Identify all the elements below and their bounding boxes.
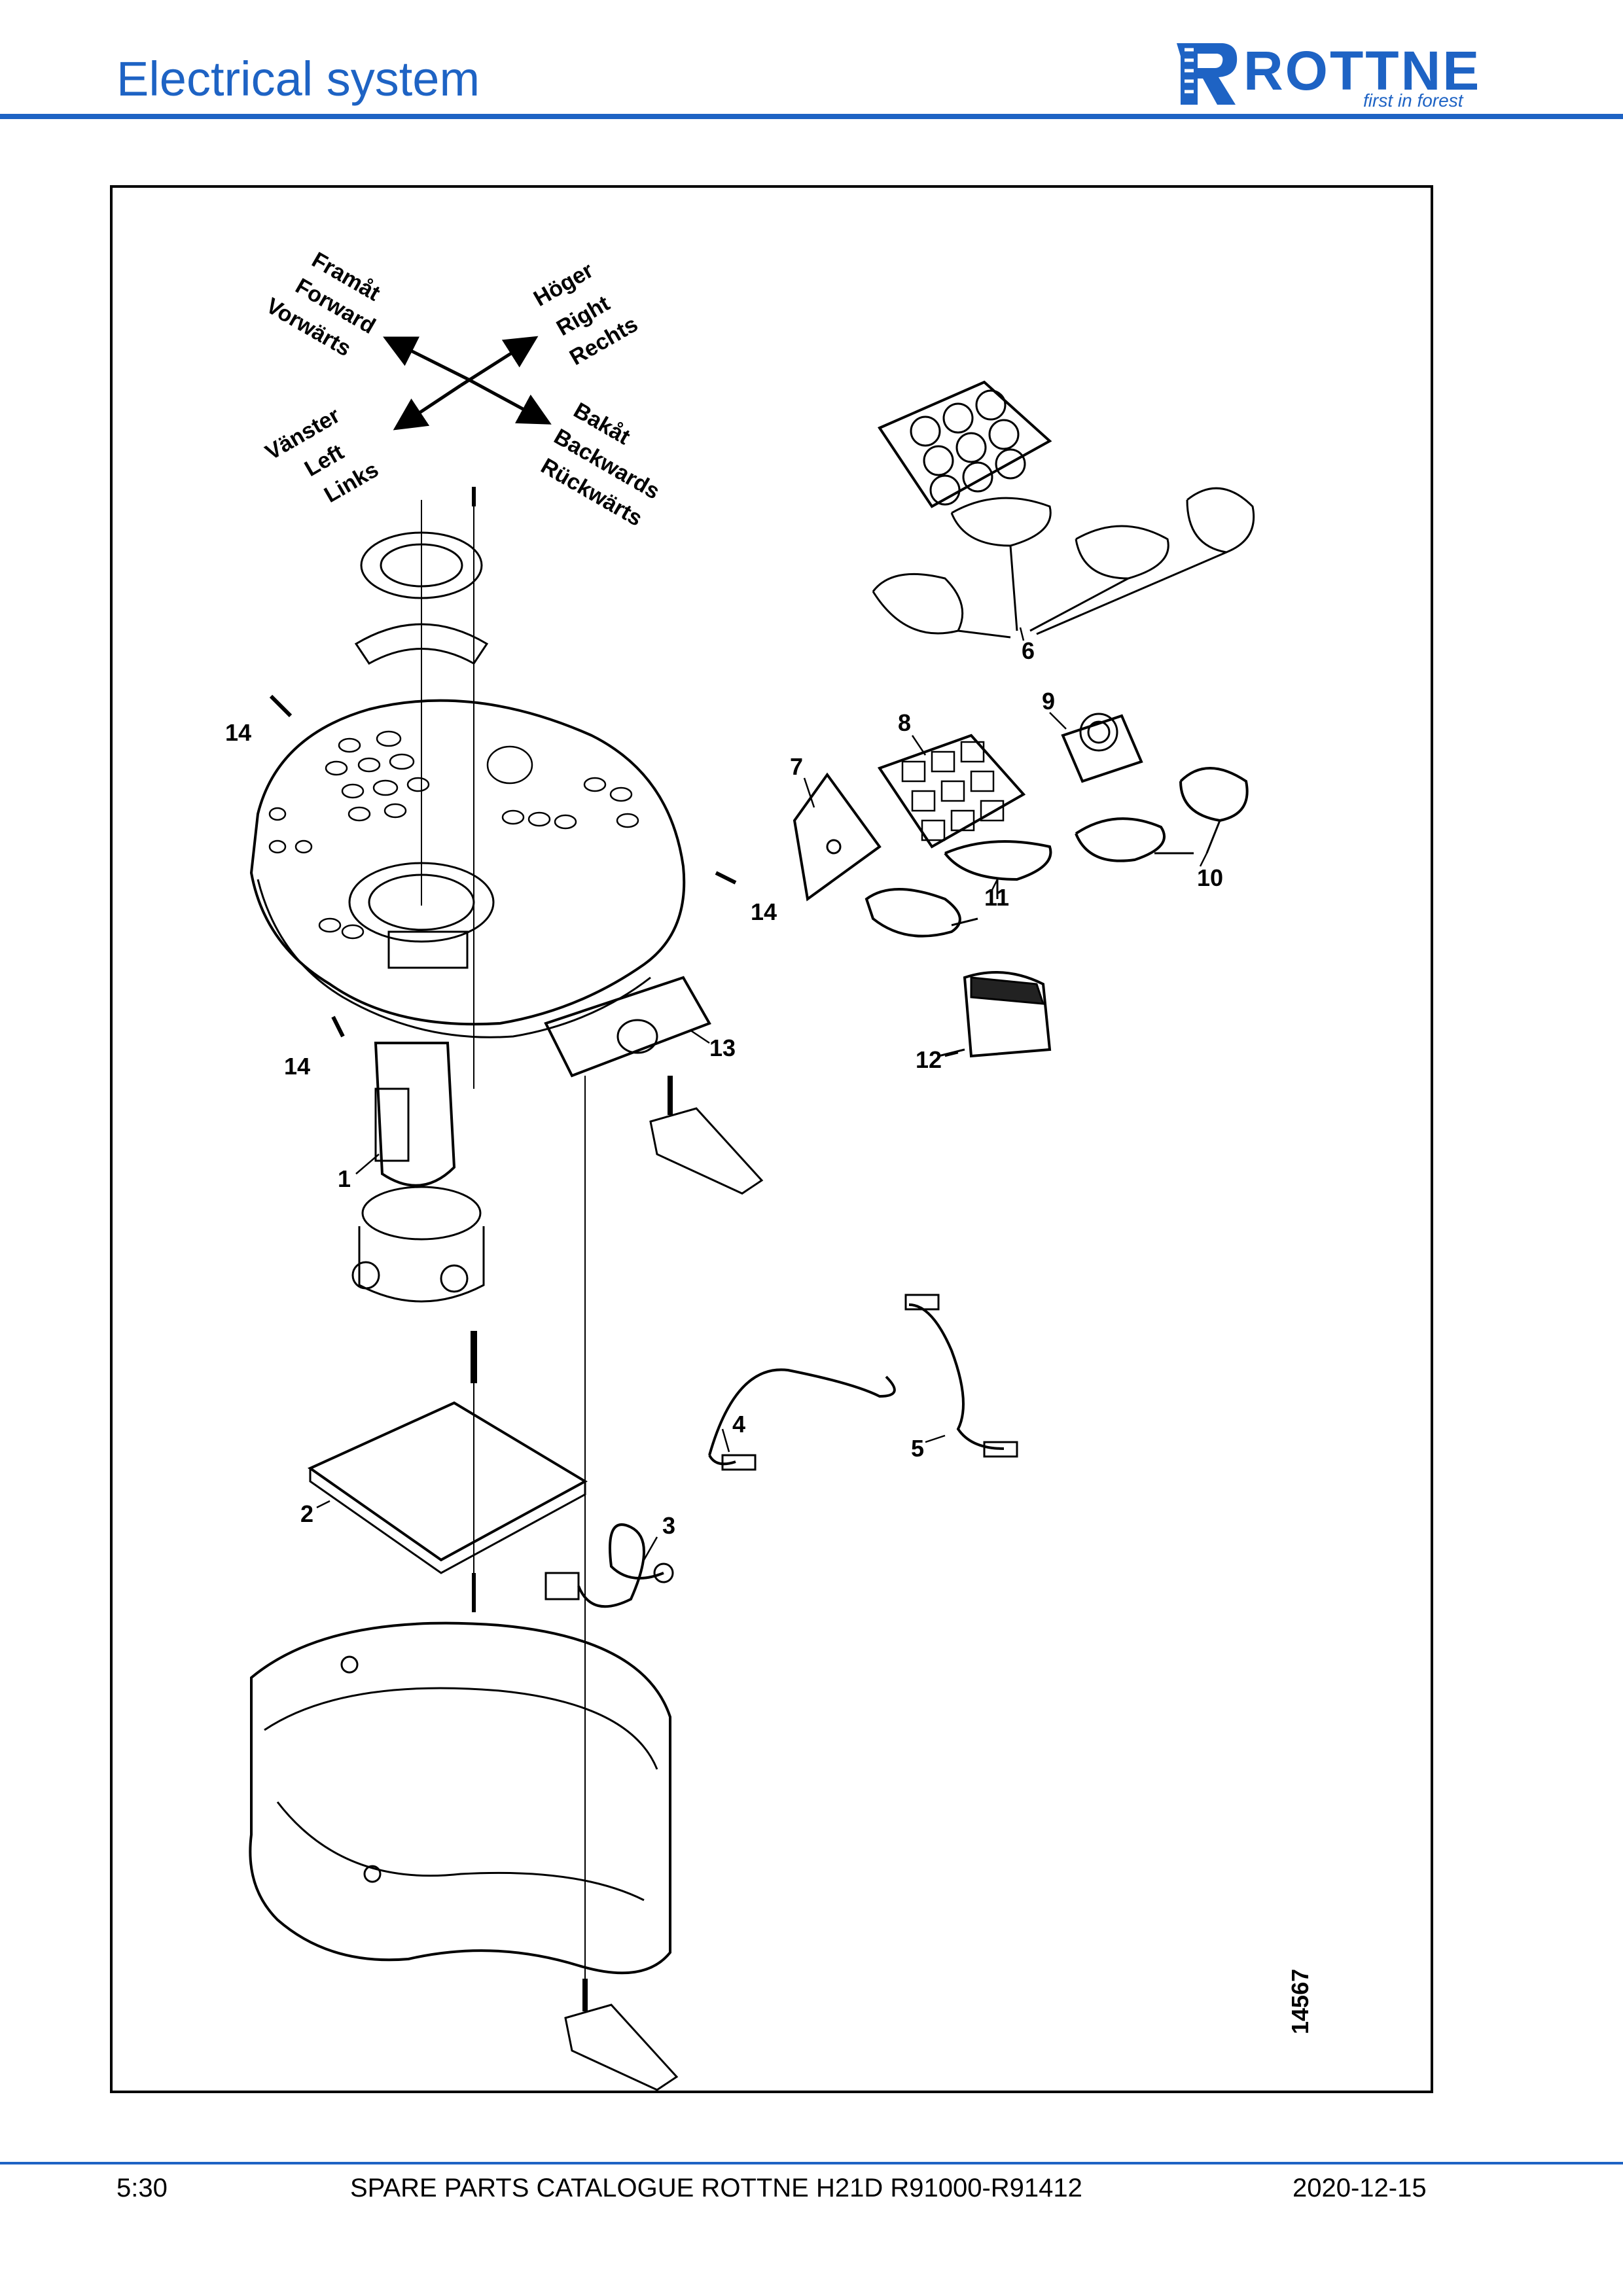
rottne-tree-icon: [1177, 43, 1238, 105]
callout-9: 9: [1042, 688, 1055, 715]
cable-3: [544, 1523, 674, 1608]
callout-5: 5: [911, 1435, 924, 1462]
callout-6: 6: [1022, 637, 1035, 664]
ribbon-cable-5: [904, 1294, 1018, 1458]
page-title: Electrical system: [116, 52, 480, 106]
callout-11: 11: [984, 884, 1009, 911]
bottom-shell: [249, 1621, 671, 1975]
console-housing: [249, 699, 686, 1038]
callout-14-right: 14: [751, 898, 777, 925]
keypads-11: [865, 840, 1052, 938]
callout-2: 2: [300, 1500, 313, 1527]
callout-13: 13: [709, 1034, 736, 1061]
bracket-13: [544, 976, 764, 1979]
rocker-switch-12: [938, 971, 1052, 1058]
footer-date: 2020-12-15: [1293, 2174, 1427, 2202]
header-rule: [0, 114, 1623, 119]
callout-14-top: 14: [225, 719, 251, 746]
logo-tagline: first in forest: [1363, 90, 1463, 111]
callout-4: 4: [732, 1411, 745, 1438]
callout-8: 8: [898, 709, 911, 736]
ribbon-cable-4: [708, 1368, 896, 1471]
keypads-6: [872, 380, 1255, 639]
diagram-frame: Framåt Forward Vorwärts Höger Right Rech…: [110, 185, 1433, 2093]
direction-arrows: [383, 336, 552, 431]
cover-plate-7: [793, 772, 882, 902]
figure-number: 14567: [1287, 1969, 1313, 2034]
footer-rule: [0, 2162, 1623, 2164]
bottom-handle: [564, 1979, 679, 2091]
callout-1: 1: [338, 1165, 351, 1192]
callout-3: 3: [662, 1512, 675, 1539]
screws: [269, 487, 737, 1089]
rotary-switch-9: [1061, 713, 1143, 783]
logo-wordmark: ROTTNE: [1243, 40, 1482, 101]
keypad-8: [877, 733, 1026, 849]
callout-12: 12: [916, 1046, 942, 1073]
exploded-parts-diagram: Framåt Forward Vorwärts Höger Right Rech…: [225, 247, 1313, 2091]
circuit-board: [307, 1401, 588, 1612]
rottne-logo: ROTTNE first in forest: [1171, 37, 1512, 111]
joystick: [351, 1042, 485, 1599]
callout-14-bottom: 14: [284, 1053, 310, 1080]
callout-10: 10: [1197, 864, 1223, 891]
footer-page-number: 5:30: [116, 2174, 168, 2202]
keypads-10: [1075, 767, 1249, 862]
callout-7: 7: [790, 753, 803, 780]
footer-catalogue-title: SPARE PARTS CATALOGUE ROTTNE H21D R91000…: [350, 2174, 1082, 2202]
leader-lines: [316, 627, 1208, 1561]
